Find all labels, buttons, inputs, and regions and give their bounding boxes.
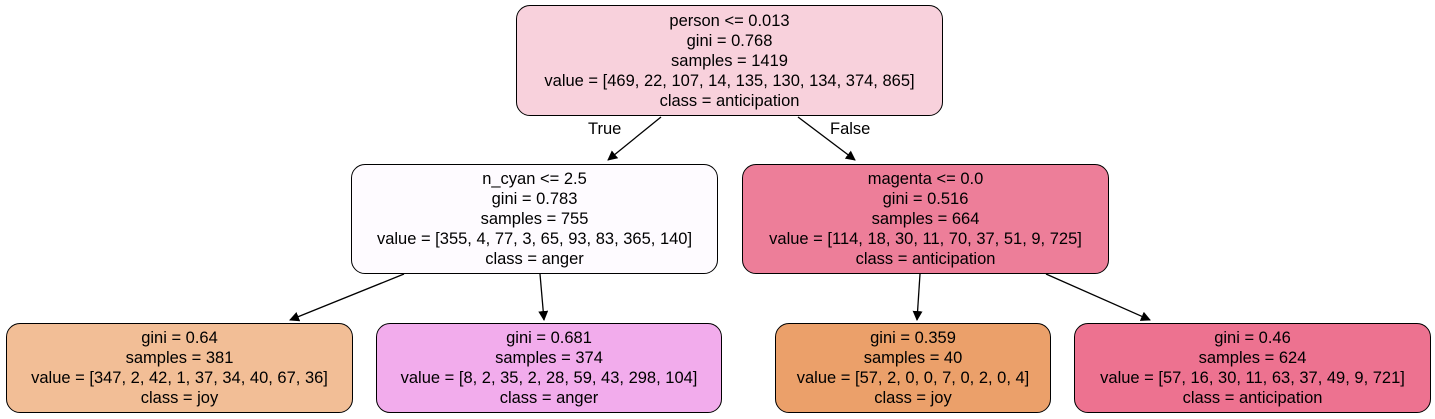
- tree-node-left: n_cyan <= 2.5 gini = 0.783 samples = 755…: [351, 164, 718, 274]
- edge-left-ll: [289, 273, 405, 322]
- tree-leaf-lr: gini = 0.681 samples = 374 value = [8, 2…: [376, 323, 722, 413]
- node-samples: samples = 755: [480, 210, 589, 228]
- tree-node-root: person <= 0.013 gini = 0.768 samples = 1…: [516, 5, 943, 116]
- tree-leaf-ll: gini = 0.64 samples = 381 value = [347, …: [6, 323, 353, 413]
- node-value: value = [57, 2, 0, 0, 7, 0, 2, 0, 4]: [796, 369, 1030, 387]
- node-class: class = anger: [499, 389, 599, 407]
- node-value: value = [114, 18, 30, 11, 70, 37, 51, 9,…: [769, 230, 1082, 248]
- node-split: n_cyan <= 2.5: [482, 170, 587, 188]
- node-split: magenta <= 0.0: [867, 170, 984, 188]
- node-value: value = [8, 2, 35, 2, 28, 59, 43, 298, 1…: [400, 369, 698, 387]
- node-class: class = anticipation: [855, 250, 996, 268]
- node-samples: samples = 374: [495, 349, 603, 367]
- node-class: class = joy: [874, 389, 952, 407]
- edge-root-right: [797, 116, 856, 161]
- node-gini: gini = 0.359: [870, 329, 956, 347]
- node-value: value = [355, 4, 77, 3, 65, 93, 83, 365,…: [376, 230, 693, 248]
- node-gini: gini = 0.768: [686, 31, 773, 50]
- node-value: value = [57, 16, 30, 11, 63, 37, 49, 9, …: [1100, 369, 1405, 387]
- tree-leaf-rl: gini = 0.359 samples = 40 value = [57, 2…: [775, 323, 1051, 413]
- node-class: class = anticipation: [1182, 389, 1323, 407]
- node-gini: gini = 0.516: [882, 190, 969, 208]
- node-split: person <= 0.013: [669, 11, 790, 30]
- node-gini: gini = 0.46: [1214, 329, 1291, 347]
- tree-node-right: magenta <= 0.0 gini = 0.516 samples = 66…: [742, 164, 1109, 274]
- edge-label-false: False: [830, 120, 871, 138]
- node-class: class = anticipation: [659, 91, 800, 110]
- node-gini: gini = 0.783: [491, 190, 578, 208]
- node-value: value = [347, 2, 42, 1, 37, 34, 40, 67, …: [31, 369, 328, 387]
- node-class: class = anger: [485, 250, 584, 268]
- node-class: class = joy: [140, 389, 219, 407]
- node-samples: samples = 40: [863, 349, 963, 367]
- node-gini: gini = 0.64: [141, 329, 218, 347]
- edge-right-rr: [1045, 273, 1151, 321]
- edge-root-left: [607, 116, 662, 161]
- tree-leaf-rr: gini = 0.46 samples = 624 value = [57, 1…: [1074, 323, 1431, 413]
- node-samples: samples = 664: [871, 210, 980, 228]
- node-value: value = [469, 22, 107, 14, 135, 130, 134…: [544, 71, 915, 90]
- node-gini: gini = 0.681: [506, 329, 592, 347]
- node-samples: samples = 381: [125, 349, 234, 367]
- edge-left-lr: [538, 273, 549, 321]
- node-samples: samples = 1419: [671, 51, 788, 70]
- edge-label-true: True: [588, 120, 622, 138]
- edge-right-rl: [912, 273, 923, 321]
- node-samples: samples = 624: [1198, 349, 1307, 367]
